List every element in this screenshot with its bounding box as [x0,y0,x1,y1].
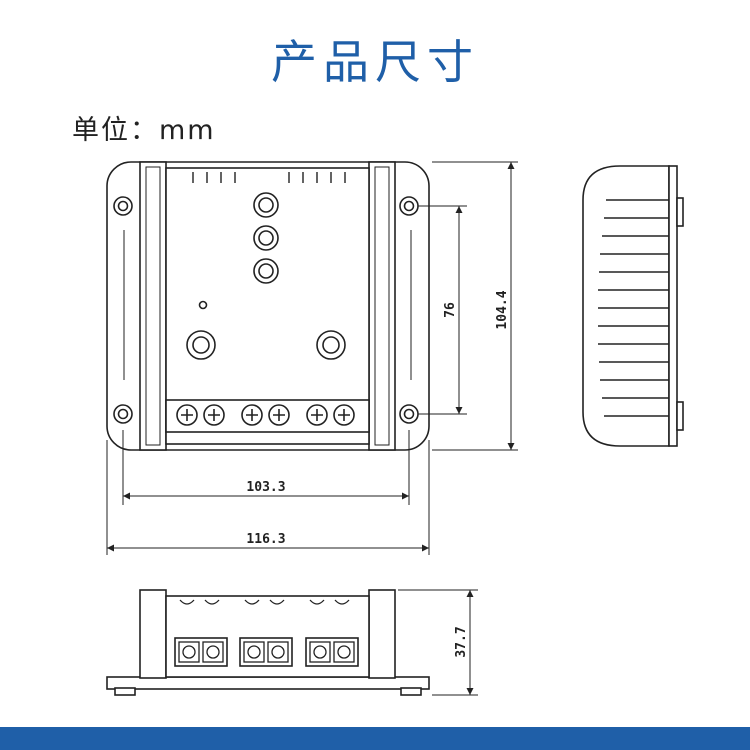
page-title: 产品尺寸 [271,35,479,89]
footer-bar [0,727,750,750]
front-view [106,161,430,451]
outer-height-label: 104.4 [495,290,510,329]
bottom-view [106,589,430,696]
depth-dimension-lines [398,589,478,696]
dimension-drawing: 103.3 116.3 76 104.4 [106,161,684,696]
depth-label: 37.7 [454,626,469,657]
outer-width-label: 116.3 [246,532,285,547]
side-view [582,165,684,447]
front-dimension-lines [106,161,518,555]
mount-spacing-label: 76 [443,302,458,318]
unit-label: 单位：mm [72,115,216,146]
inner-width-label: 103.3 [246,480,285,495]
